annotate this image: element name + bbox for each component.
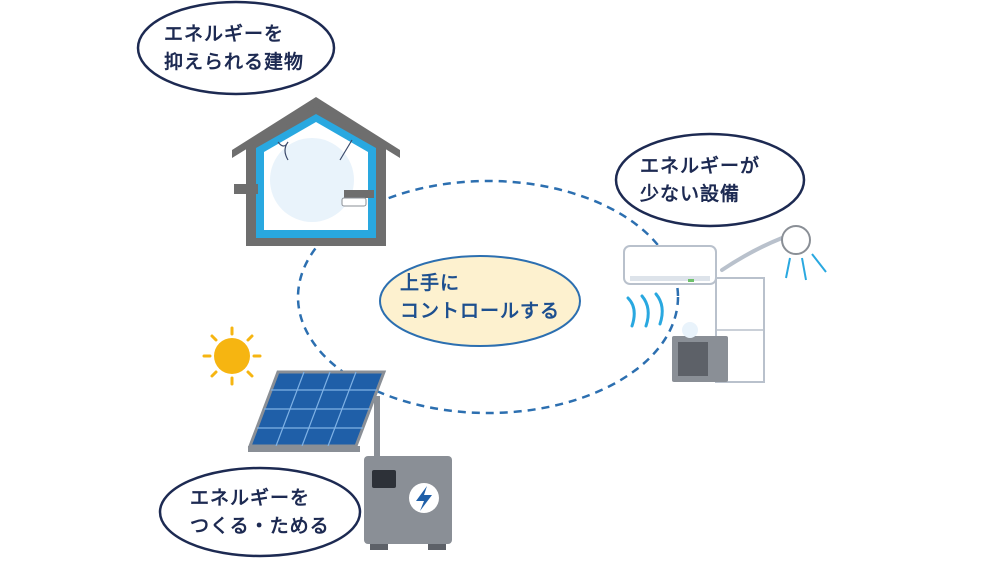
shower-water-2	[801, 257, 807, 281]
ac-wind-2	[640, 294, 650, 328]
bubble-building-shape	[136, 0, 336, 96]
house-floor-left	[234, 184, 258, 194]
heat-arrow-left	[277, 141, 289, 161]
bubble-equipment: エネルギーが 少ない設備	[614, 132, 806, 228]
ac-body	[623, 245, 717, 285]
center-label-line2: コントロールする	[400, 300, 560, 322]
bubble-building-line2: 抑えられる建物	[164, 50, 304, 73]
shower-hose	[720, 236, 784, 272]
shower-head	[781, 225, 811, 255]
battery-icon	[364, 456, 452, 550]
solar-panel-stand	[374, 396, 380, 460]
heat-pump-steam	[682, 322, 698, 338]
center-label-shape	[379, 255, 581, 347]
shower-water-1	[785, 257, 791, 279]
shower-water-3	[811, 253, 827, 273]
battery-foot-left	[370, 544, 388, 550]
sun-core	[214, 338, 250, 374]
center-label-line1: 上手に	[400, 271, 460, 294]
sun-icon	[202, 326, 262, 386]
house-icon	[232, 97, 400, 246]
control-loop	[296, 179, 680, 415]
ac-vent	[630, 276, 710, 281]
solar-panel-icon	[247, 370, 387, 460]
bubble-equipment-line1: エネルギーが	[640, 154, 760, 177]
bubble-building: エネルギーを 抑えられる建物	[136, 0, 336, 96]
bubble-equipment-shape	[614, 132, 806, 228]
ac-wind-1	[626, 296, 636, 328]
bubble-generation: エネルギーを つくる・ためる	[158, 466, 362, 558]
ac-led	[688, 279, 694, 282]
house-floor-right	[344, 190, 374, 198]
water-heater-icon	[672, 277, 765, 383]
heat-pump-fan	[678, 342, 708, 376]
house-ac	[341, 197, 367, 207]
ac-wind-3	[654, 292, 664, 326]
battery-display	[372, 470, 396, 488]
solar-panel-frame	[248, 446, 360, 452]
solar-panel-grid	[257, 371, 377, 447]
bubble-generation-shape	[158, 466, 362, 558]
bubble-equipment-line2: 少ない設備	[639, 182, 740, 205]
lightning-icon	[416, 486, 432, 511]
sun-rays	[202, 326, 262, 386]
shower-icon	[720, 225, 827, 281]
bubble-generation-line2: つくる・ためる	[190, 515, 330, 537]
air-conditioner-icon	[623, 245, 717, 328]
bubble-building-line1: エネルギーを	[164, 23, 284, 45]
center-label: 上手に コントロールする	[379, 255, 581, 347]
battery-foot-right	[428, 544, 446, 550]
bubble-generation-line1: エネルギーを	[190, 487, 310, 509]
heat-arrow-right	[339, 139, 353, 161]
house-air	[270, 138, 354, 222]
